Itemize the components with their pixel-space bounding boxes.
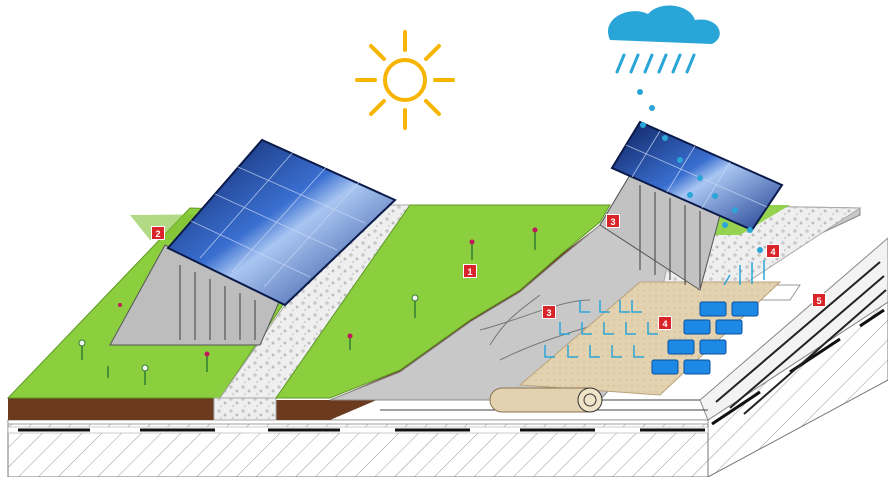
marker-3-upper: 3 <box>606 214 620 228</box>
marker-3-lower: 3 <box>542 305 556 319</box>
filter-membrane <box>518 281 782 396</box>
flower-icon <box>78 227 538 385</box>
marker-4-upper: 4 <box>766 244 780 258</box>
soil-layer <box>8 225 600 420</box>
concrete-slab <box>7 301 888 477</box>
gravel-strip <box>213 204 411 421</box>
solar-mount-left <box>109 244 281 346</box>
membrane-roll <box>489 387 603 413</box>
solar-panel-right-icon <box>610 120 784 232</box>
drainage-board <box>380 237 888 421</box>
marker-2: 2 <box>151 226 165 240</box>
green-roof-middle <box>275 204 611 399</box>
marker-4-lower: 4 <box>658 316 672 330</box>
solar-panel-left-icon <box>166 138 397 307</box>
marker-1: 1 <box>463 264 477 278</box>
sun-icon <box>355 30 455 130</box>
rain-cloud-icon <box>608 5 765 286</box>
marker-5: 5 <box>812 293 826 307</box>
